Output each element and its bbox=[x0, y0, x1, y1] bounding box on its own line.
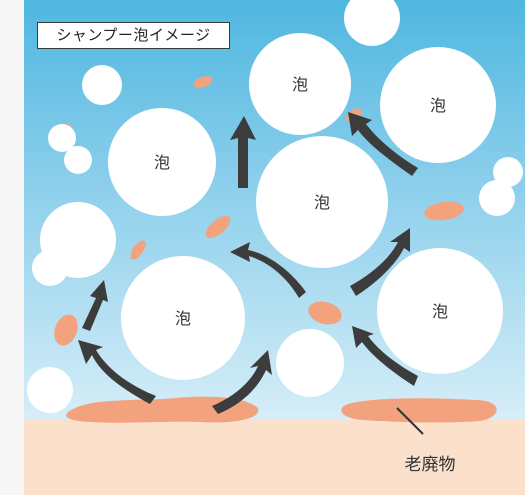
curved-arrow bbox=[78, 340, 156, 404]
bubble-label: 泡 bbox=[175, 309, 191, 328]
bubble-label: 泡 bbox=[154, 153, 170, 172]
foam-bubble bbox=[121, 256, 245, 380]
bubble-label: 泡 bbox=[432, 302, 448, 321]
foam-bubble bbox=[108, 108, 216, 216]
curved-arrow bbox=[352, 326, 418, 386]
curved-arrow bbox=[350, 228, 410, 296]
bubble-label: 泡 bbox=[292, 75, 308, 94]
waste-particle bbox=[205, 215, 231, 239]
waste-blob bbox=[66, 396, 259, 423]
foam-bubble bbox=[249, 33, 351, 135]
up-arrow bbox=[230, 116, 256, 188]
foam-bubble bbox=[380, 47, 496, 163]
small-bubble bbox=[48, 124, 76, 152]
up-arrow bbox=[82, 280, 108, 331]
curved-arrow bbox=[230, 242, 306, 298]
waste-particle bbox=[193, 76, 213, 88]
waste-particle bbox=[130, 240, 146, 260]
curved-arrow bbox=[348, 112, 418, 176]
small-bubble bbox=[27, 367, 73, 413]
lifting-arrows bbox=[78, 112, 418, 414]
small-bubble bbox=[479, 180, 515, 216]
waste-pointer-line bbox=[396, 407, 424, 435]
waste-particle bbox=[424, 201, 464, 221]
small-bubble bbox=[64, 146, 92, 174]
waste-particle bbox=[308, 301, 342, 325]
small-bubble bbox=[493, 157, 523, 187]
foam-bubble bbox=[256, 136, 388, 268]
waste-label: 老廃物 bbox=[405, 455, 456, 475]
bubble-label: 泡 bbox=[314, 193, 330, 212]
scalp-surface bbox=[24, 420, 525, 495]
curved-arrow bbox=[212, 350, 272, 414]
small-bubble bbox=[82, 65, 122, 105]
small-bubble bbox=[344, 0, 400, 46]
waste-particle bbox=[54, 314, 78, 346]
bubble-label: 泡 bbox=[430, 96, 446, 115]
foam-bubble bbox=[377, 248, 503, 374]
small-bubble bbox=[276, 329, 344, 397]
small-bubble bbox=[32, 250, 68, 286]
waste-blob bbox=[341, 398, 497, 423]
diagram-title: シャンプー泡イメージ bbox=[37, 22, 230, 49]
